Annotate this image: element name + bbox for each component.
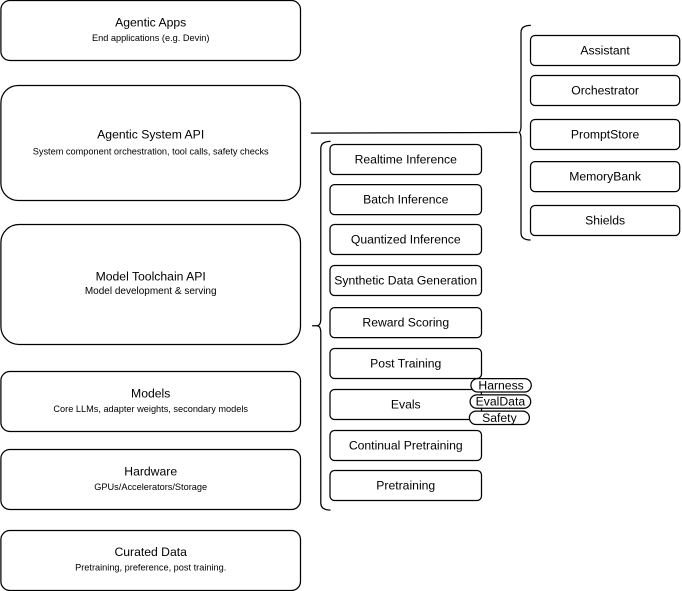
svg-text:System component orchestration: System component orchestration, tool cal…: [33, 146, 269, 156]
svg-text:GPUs/Accelerators/Storage: GPUs/Accelerators/Storage: [94, 482, 207, 492]
svg-text:Realtime Inference: Realtime Inference: [355, 153, 458, 167]
svg-text:Assistant: Assistant: [580, 44, 630, 58]
svg-text:Core LLMs, adapter weights, se: Core LLMs, adapter weights, secondary mo…: [53, 404, 248, 414]
svg-text:Shields: Shields: [585, 214, 625, 228]
svg-text:Agentic System API: Agentic System API: [97, 127, 204, 141]
svg-text:Model development & serving: Model development & serving: [85, 286, 217, 297]
svg-text:Quantized Inference: Quantized Inference: [351, 233, 461, 247]
svg-text:Batch Inference: Batch Inference: [363, 193, 449, 207]
svg-text:Evals: Evals: [391, 398, 421, 412]
svg-text:Pretraining: Pretraining: [376, 479, 435, 493]
svg-text:Curated Data: Curated Data: [114, 545, 187, 559]
svg-text:Post Training: Post Training: [370, 357, 441, 371]
svg-text:Pretraining, preference, post: Pretraining, preference, post training.: [75, 563, 226, 573]
svg-text:EvalData: EvalData: [476, 395, 526, 409]
svg-text:Synthetic Data Generation: Synthetic Data Generation: [334, 274, 477, 288]
svg-text:Harness: Harness: [478, 378, 523, 392]
svg-text:Agentic Apps: Agentic Apps: [115, 16, 186, 30]
svg-text:MemoryBank: MemoryBank: [569, 170, 642, 184]
svg-text:End applications (e.g. Devin): End applications (e.g. Devin): [92, 33, 209, 43]
svg-text:Model Toolchain API: Model Toolchain API: [96, 269, 206, 283]
svg-text:Orchestrator: Orchestrator: [571, 84, 639, 98]
svg-text:Continual Pretraining: Continual Pretraining: [349, 439, 463, 453]
svg-text:Hardware: Hardware: [124, 464, 177, 478]
svg-text:Safety: Safety: [482, 411, 517, 425]
svg-text:Reward Scoring: Reward Scoring: [362, 316, 449, 330]
svg-text:Models: Models: [131, 387, 170, 401]
svg-text:PromptStore: PromptStore: [571, 128, 640, 142]
